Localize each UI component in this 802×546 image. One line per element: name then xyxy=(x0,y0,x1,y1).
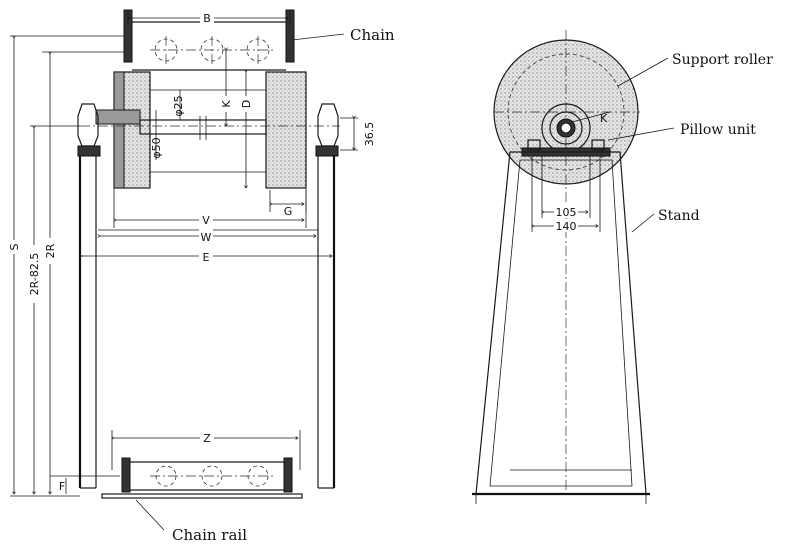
dim-W: W xyxy=(98,229,318,244)
dim-2R-82-5-label: 2R-82.5 xyxy=(28,253,41,296)
shaft xyxy=(80,109,340,140)
dim-2R-82-5: 2R-82.5 xyxy=(27,125,80,494)
stand-label: Stand xyxy=(658,208,700,224)
right-stand-leg xyxy=(317,156,336,489)
dim-D-label: D xyxy=(240,100,253,108)
dim-2R: 2R xyxy=(42,51,124,494)
dim-B-label: B xyxy=(203,12,211,25)
dim-G-label: G xyxy=(284,205,293,218)
chain-label: Chain xyxy=(350,26,395,44)
dim-F-label: F xyxy=(59,480,65,493)
left-stand-leg xyxy=(78,156,97,489)
stand-callout: Stand xyxy=(631,208,700,233)
pillow-unit-callout: Pillow unit xyxy=(607,122,756,141)
left-pillow-bearing xyxy=(77,103,101,157)
dim-phi50-label: φ50 xyxy=(150,137,163,158)
stand-front xyxy=(472,151,650,504)
dim-D: D xyxy=(240,72,253,188)
dim-E: E xyxy=(82,249,332,264)
dim-36-5: 36.5 xyxy=(340,118,376,150)
dim-K-front: K xyxy=(571,111,611,125)
chain-rail-label: Chain rail xyxy=(172,526,247,544)
support-roller-label: Support roller xyxy=(672,52,773,68)
dim-2R-label: 2R xyxy=(44,243,57,258)
dim-Z: Z xyxy=(111,430,301,470)
front-elevation-view: K 105 140 Support r xyxy=(472,30,773,504)
dim-phi25-label: φ25 xyxy=(172,95,185,116)
dim-K-side: K xyxy=(220,50,233,126)
chain-rail-callout: Chain rail xyxy=(135,499,247,544)
dim-V: V xyxy=(113,188,307,228)
dim-105: 105 xyxy=(541,156,591,219)
dim-140-label: 140 xyxy=(556,220,577,233)
dim-B: B xyxy=(127,10,291,25)
bottom-chain-assembly xyxy=(101,457,303,499)
right-pillow-bearing xyxy=(315,103,339,157)
dim-F: F xyxy=(50,475,120,494)
dim-140: 140 xyxy=(531,156,601,233)
dim-105-label: 105 xyxy=(556,206,577,219)
dim-S-label: S xyxy=(8,243,21,250)
dim-Z-label: Z xyxy=(203,432,211,445)
support-roller-callout: Support roller xyxy=(617,52,773,87)
dim-K-front-label: K xyxy=(600,112,608,125)
dim-W-label: W xyxy=(201,231,212,244)
pillow-unit-label: Pillow unit xyxy=(680,122,756,138)
dim-36-5-label: 36.5 xyxy=(363,122,376,147)
dim-K-side-label: K xyxy=(220,100,233,108)
dim-phi25: φ25 xyxy=(172,90,185,120)
dim-G: G xyxy=(269,190,307,218)
chain-callout: Chain xyxy=(291,26,395,44)
dim-phi50: φ50 xyxy=(150,110,163,160)
support-roller-side xyxy=(113,71,307,189)
dim-V-label: V xyxy=(202,214,210,227)
dim-S: S xyxy=(8,35,124,497)
dim-E-label: E xyxy=(203,251,210,264)
side-elevation-view: B xyxy=(8,9,395,544)
